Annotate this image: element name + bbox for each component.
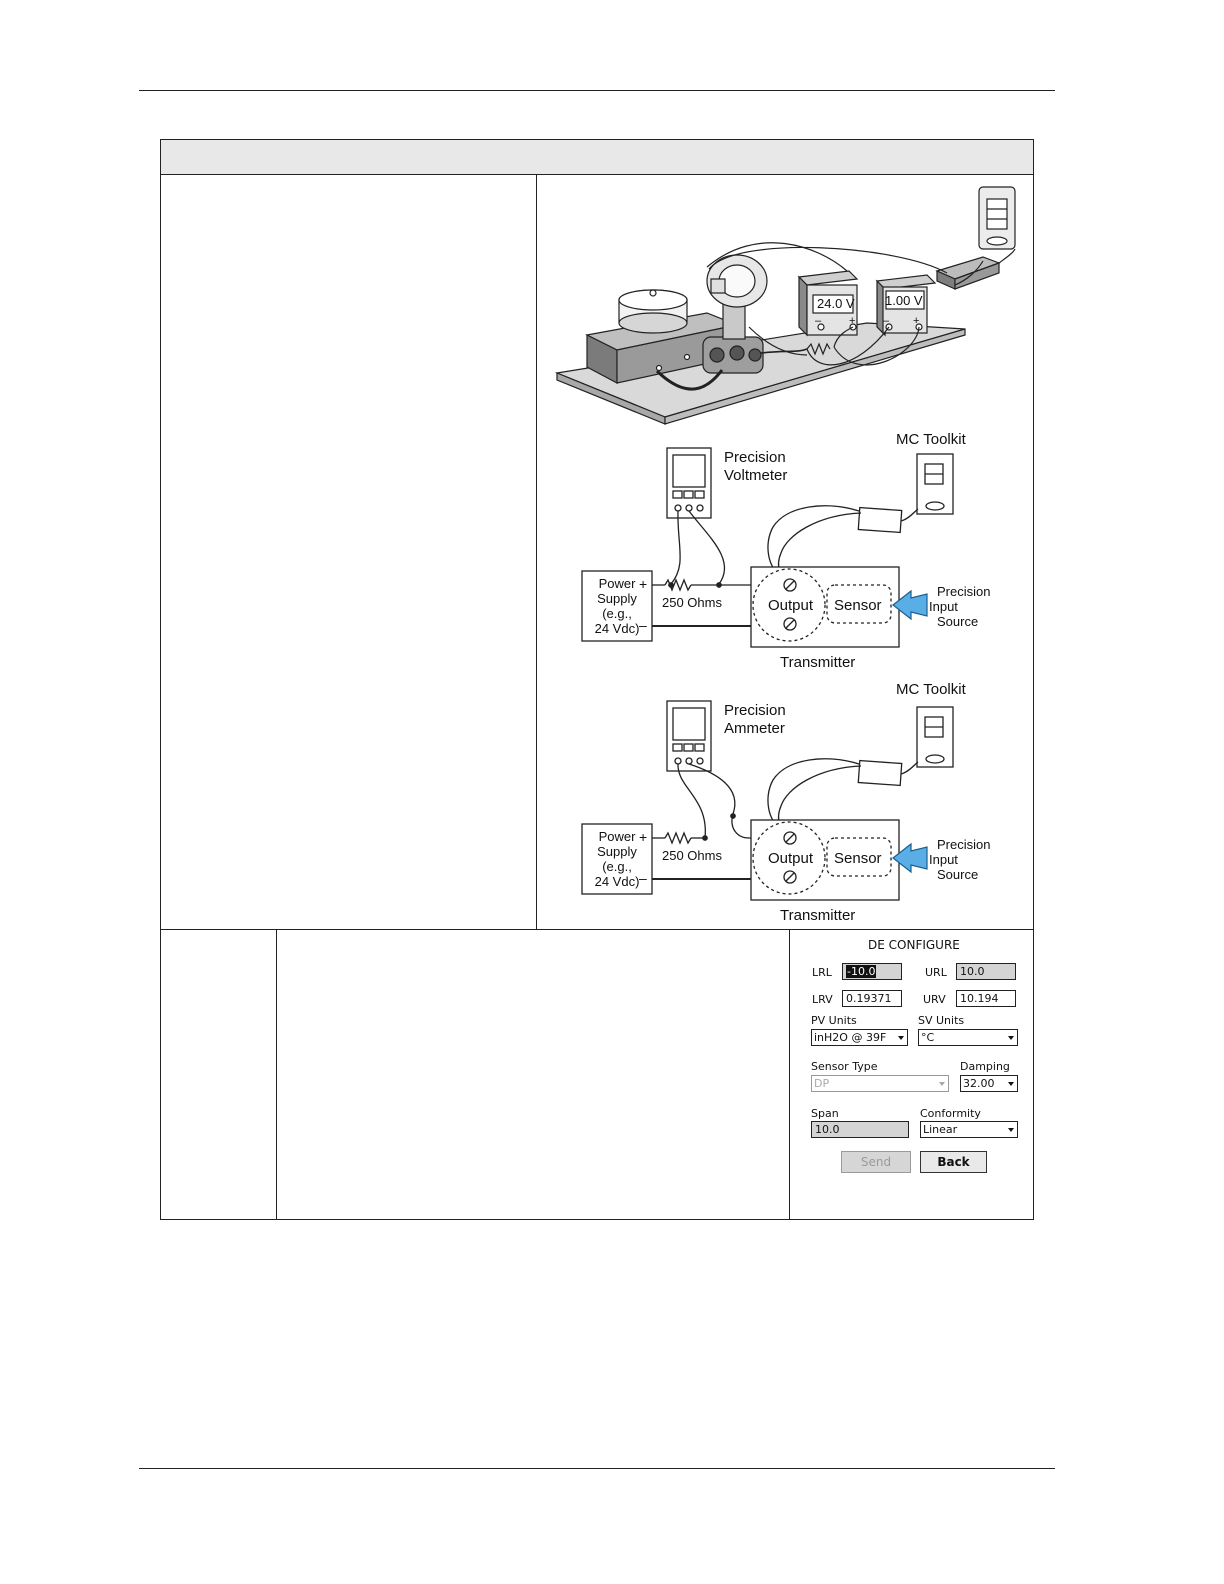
send-button[interactable]: Send <box>841 1151 911 1173</box>
setup-diagrams: 24.0 V 1.00 V – + – + <box>554 186 1016 924</box>
source-line-1: Precision <box>937 584 990 599</box>
photo-plus-label: + <box>849 315 855 327</box>
ps-line-1: Power <box>599 576 637 591</box>
lrl-label: LRL <box>812 966 832 979</box>
resistor-label-2: 250 Ohms <box>662 848 722 863</box>
instruction-cell <box>161 175 537 929</box>
photo-meter-plus-label: + <box>913 315 919 327</box>
damping-select[interactable]: 32.00 <box>960 1075 1018 1092</box>
url-label: URL <box>925 966 947 979</box>
pv-units-select[interactable]: inH2O @ 39F <box>811 1029 908 1046</box>
transmitter-label-1: Transmitter <box>780 654 855 671</box>
de-configure-screen: DE CONFIGURE LRL -10.0 URL 10.0 LRV 0.19… <box>790 930 1033 1219</box>
sv-units-label: SV Units <box>918 1014 965 1027</box>
damping-value: 32.00 <box>963 1077 995 1090</box>
sensor-type-select[interactable]: DP <box>811 1075 949 1092</box>
ps-line-4: 24 Vdc) <box>595 621 640 636</box>
back-button[interactable]: Back <box>920 1151 987 1173</box>
ps-minus-2: – <box>639 870 647 886</box>
voltmeter-circuit-diagram: Precision Voltmeter MC Toolkit Power Sup… <box>581 431 990 671</box>
chevron-down-icon <box>939 1082 945 1086</box>
conformity-label: Conformity <box>920 1107 981 1120</box>
source2-line-3: Source <box>937 867 978 882</box>
chevron-down-icon <box>1008 1128 1014 1132</box>
source-line-2: Input <box>929 599 958 614</box>
bench-setup-illustration <box>554 186 1016 425</box>
span-label: Span <box>811 1107 839 1120</box>
ps-line-2: Supply <box>597 591 637 606</box>
voltmeter-title-line2: Voltmeter <box>724 467 787 484</box>
damping-label: Damping <box>960 1060 1010 1073</box>
source2-line-1: Precision <box>937 837 990 852</box>
procedure-table: 24.0 V 1.00 V – + – + <box>160 139 1034 1220</box>
pv-units-value: inH2O @ 39F <box>814 1031 887 1044</box>
photo-meter-minus-label: – <box>883 315 890 327</box>
sensor-label-2: Sensor <box>834 850 882 867</box>
chevron-down-icon <box>1008 1082 1014 1086</box>
table-header-row <box>161 140 1033 175</box>
sv-units-select[interactable]: °C <box>918 1029 1018 1046</box>
urv-label: URV <box>923 993 946 1006</box>
power-supply-reading: 24.0 V <box>817 296 855 311</box>
conformity-select[interactable]: Linear <box>920 1121 1018 1138</box>
toolkit-label-1: MC Toolkit <box>896 431 967 448</box>
sv-units-value: °C <box>921 1031 935 1044</box>
url-field[interactable]: 10.0 <box>956 963 1016 980</box>
toolkit-label-2: MC Toolkit <box>896 681 967 698</box>
lrl-value: -10.0 <box>846 965 877 978</box>
output-label-1: Output <box>768 597 814 614</box>
screen-title: DE CONFIGURE <box>868 938 960 952</box>
chevron-down-icon <box>898 1036 904 1040</box>
ps2-line-1: Power <box>599 829 637 844</box>
lrv-field[interactable]: 0.19371 <box>842 990 902 1007</box>
lrv-label: LRV <box>812 993 833 1006</box>
ps2-line-4: 24 Vdc) <box>595 874 640 889</box>
step-number-cell <box>161 930 277 1219</box>
header-rule <box>139 90 1055 91</box>
sensor-type-label: Sensor Type <box>811 1060 878 1073</box>
ps-plus-1: + <box>639 576 647 592</box>
voltmeter-title-line1: Precision <box>724 449 786 466</box>
ammeter-title-line2: Ammeter <box>724 720 785 737</box>
step-description-cell <box>277 930 790 1219</box>
ps-plus-2: + <box>639 829 647 845</box>
ps-minus-1: – <box>639 617 647 633</box>
setup-diagrams-cell: 24.0 V 1.00 V – + – + <box>537 175 1033 929</box>
photo-minus-label: – <box>815 315 822 327</box>
voltmeter-reading: 1.00 V <box>885 293 923 308</box>
ammeter-title-line1: Precision <box>724 702 786 719</box>
resistor-label-1: 250 Ohms <box>662 595 722 610</box>
source2-line-2: Input <box>929 852 958 867</box>
urv-field[interactable]: 10.194 <box>956 990 1016 1007</box>
chevron-down-icon <box>1008 1036 1014 1040</box>
conformity-value: Linear <box>923 1123 958 1136</box>
sensor-type-value: DP <box>814 1077 830 1090</box>
sensor-label-1: Sensor <box>834 597 882 614</box>
step-row: DE CONFIGURE LRL -10.0 URL 10.0 LRV 0.19… <box>161 929 1033 1219</box>
ps-line-3: (e.g., <box>602 606 632 621</box>
transmitter-label-2: Transmitter <box>780 907 855 924</box>
output-label-2: Output <box>768 850 814 867</box>
footer-rule <box>139 1468 1055 1469</box>
ps2-line-2: Supply <box>597 844 637 859</box>
span-field[interactable]: 10.0 <box>811 1121 909 1138</box>
ammeter-circuit-diagram: Precision Ammeter MC Toolkit Power Suppl… <box>581 681 990 924</box>
lrl-field[interactable]: -10.0 <box>842 963 902 980</box>
pv-units-label: PV Units <box>811 1014 857 1027</box>
source-line-3: Source <box>937 614 978 629</box>
ps2-line-3: (e.g., <box>602 859 632 874</box>
